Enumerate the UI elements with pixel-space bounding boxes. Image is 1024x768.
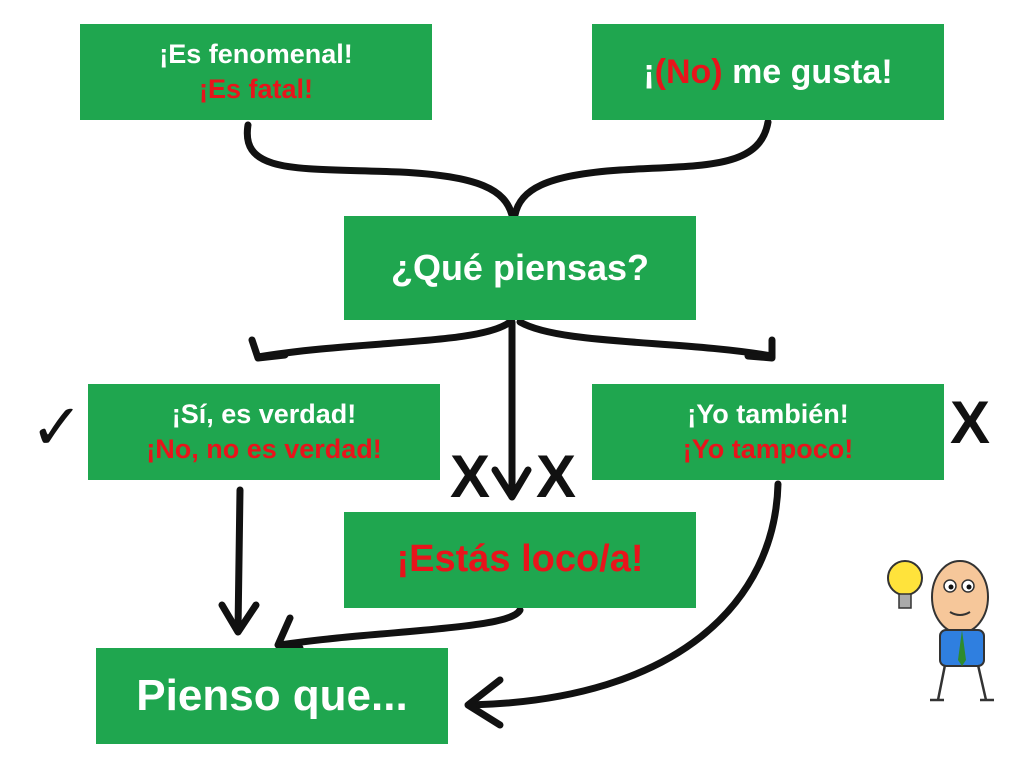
box-estas-loco: ¡Estás loco/a! <box>344 512 696 608</box>
arrow-left-down <box>234 486 244 634</box>
phrase-fatal: ¡Es fatal! <box>198 74 314 104</box>
arrow-right-to-final <box>466 480 782 709</box>
cross-mark-far-right-icon: X <box>950 389 991 456</box>
phrase-me-gusta: ¡(No) me gusta! <box>643 52 893 91</box>
phrase-que-piensas: ¿Qué piensas? <box>390 246 650 288</box>
phrase-pienso-que: Pienso que... <box>136 671 408 721</box>
arrow-to-right <box>516 318 776 360</box>
phrase-yo-tambien: ¡Yo también! <box>687 398 849 429</box>
box-que-piensas: ¿Qué piensas? <box>344 216 696 320</box>
thinking-figure-icon <box>887 560 994 702</box>
connector-top-left <box>243 121 516 219</box>
cross-mark-left-icon: X <box>450 443 491 510</box>
arrow-crazy-to-final <box>276 606 524 649</box>
box-pienso-que: Pienso que... <box>96 648 448 744</box>
arrowhead-left <box>248 336 289 362</box>
box-yo-tambien: ¡Yo también! ¡Yo tampoco! <box>592 384 944 480</box>
box-me-gusta: ¡(No) me gusta! <box>592 24 944 120</box>
arrowhead-down <box>491 466 532 501</box>
box-es-verdad: ¡Sí, es verdad! ¡No, no es verdad! <box>88 384 440 480</box>
phrase-estas-loco: ¡Estás loco/a! <box>396 538 644 581</box>
arrowhead-left-down <box>218 601 260 636</box>
check-mark-icon: ✓ <box>30 391 84 463</box>
phrase-fenomenal: ¡Es fenomenal! <box>159 38 353 69</box>
cross-mark-right-icon: X <box>536 443 577 510</box>
lightbulb-icon <box>887 560 923 596</box>
arrowhead-right-final <box>464 676 504 729</box>
phrase-es-verdad: ¡Sí, es verdad! <box>171 398 357 429</box>
arrow-to-left <box>254 318 514 361</box>
connector-top-right <box>511 118 772 219</box>
box-opinion-adjectives: ¡Es fenomenal! ¡Es fatal! <box>80 24 432 120</box>
phrase-no-es-verdad: ¡No, no es verdad! <box>146 434 382 464</box>
arrowhead-crazy <box>274 614 304 652</box>
phrase-negation: (No) <box>654 52 723 91</box>
phrase-yo-tampoco: ¡Yo tampoco! <box>682 434 854 464</box>
arrowhead-right <box>744 336 776 362</box>
